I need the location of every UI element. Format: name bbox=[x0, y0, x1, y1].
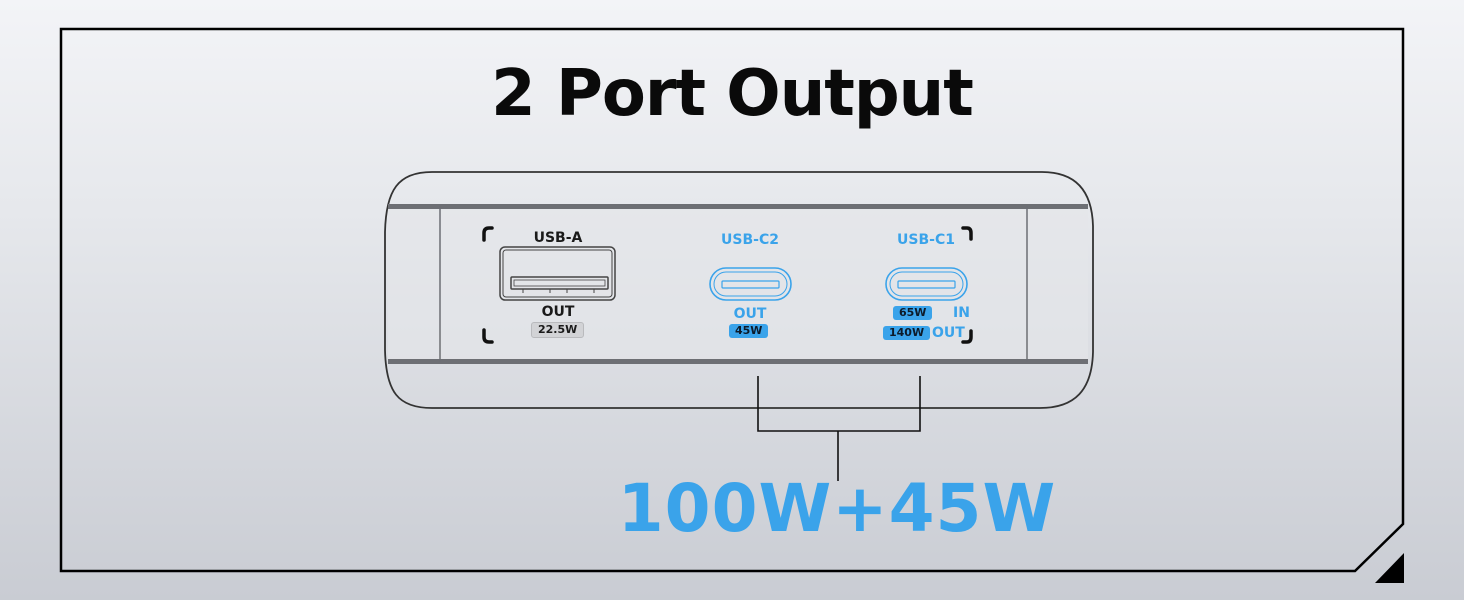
corner-triangle-icon bbox=[1375, 553, 1404, 583]
power-badge-usb-c2-out: 45W bbox=[729, 324, 769, 338]
power-badge-usb-a-out: 22.5W bbox=[531, 322, 585, 338]
device-body bbox=[384, 171, 1094, 409]
port-direction-usb-c2: OUT bbox=[733, 306, 767, 322]
port-name-usb-c1: USB-C1 bbox=[897, 232, 955, 248]
usb-c-port-icon bbox=[885, 267, 968, 301]
port-name-usb-c2: USB-C2 bbox=[721, 232, 779, 248]
power-direction-usb-c1-out: OUT bbox=[932, 325, 965, 341]
usb-a-port-icon bbox=[499, 246, 616, 301]
power-badge-usb-c1-in: 65W bbox=[893, 306, 933, 320]
combined-output-bracket bbox=[757, 376, 921, 481]
page-title: 2 Port Output bbox=[491, 57, 974, 131]
combined-output-label: 100W+45W bbox=[617, 470, 1057, 547]
corner-bracket-icon bbox=[482, 226, 973, 344]
power-badge-usb-c1-out: 140W bbox=[883, 326, 931, 340]
outer-frame bbox=[59, 27, 1405, 573]
port-direction-usb-a: OUT bbox=[541, 304, 575, 320]
port-name-usb-a: USB-A bbox=[533, 230, 583, 246]
usb-c-port-icon bbox=[709, 267, 792, 301]
power-direction-usb-c1-in: IN bbox=[953, 305, 970, 321]
